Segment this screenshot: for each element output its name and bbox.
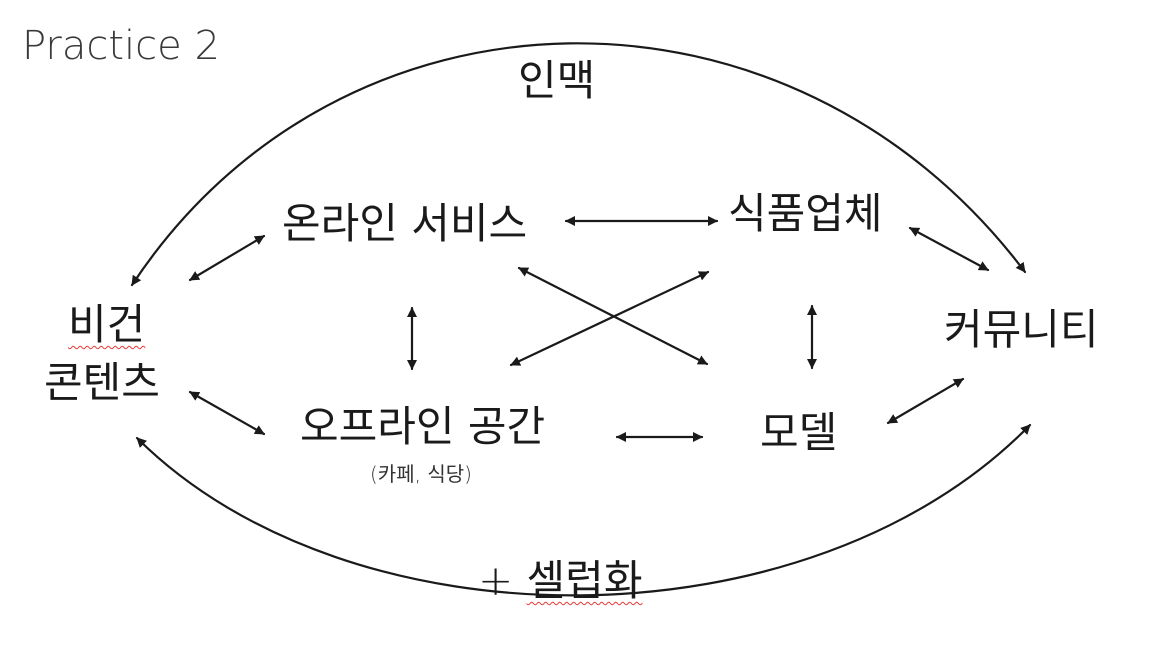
label-celeb-prefix: + <box>478 556 527 605</box>
arrow-offline-food <box>509 270 710 367</box>
label-celeb-text: 셀럽화 <box>526 556 643 605</box>
node-offline-space: 오프라인 공간 <box>300 402 546 451</box>
node-vision-line2: 콘텐츠 <box>44 358 160 407</box>
arrow-model-community <box>886 377 965 425</box>
arc-celeb <box>135 423 1032 597</box>
node-community: 커뮤니티 <box>944 305 1099 354</box>
node-food-company: 식품업체 <box>728 189 883 238</box>
node-model: 모델 <box>760 408 838 457</box>
node-vision-line1: 비건 <box>68 300 146 349</box>
arc-network <box>130 42 1027 287</box>
slide-title: Practice 2 <box>22 23 220 69</box>
node-online-service: 온라인 서비스 <box>282 199 528 248</box>
node-offline-subtitle: (카페, 식당) <box>370 462 472 486</box>
arrow-food-community <box>908 226 990 272</box>
label-network: 인맥 <box>518 56 596 105</box>
arrow-vision-offline <box>188 390 266 436</box>
arrow-vision-online <box>188 234 266 282</box>
label-celeb: + 셀럽화 <box>478 560 642 602</box>
